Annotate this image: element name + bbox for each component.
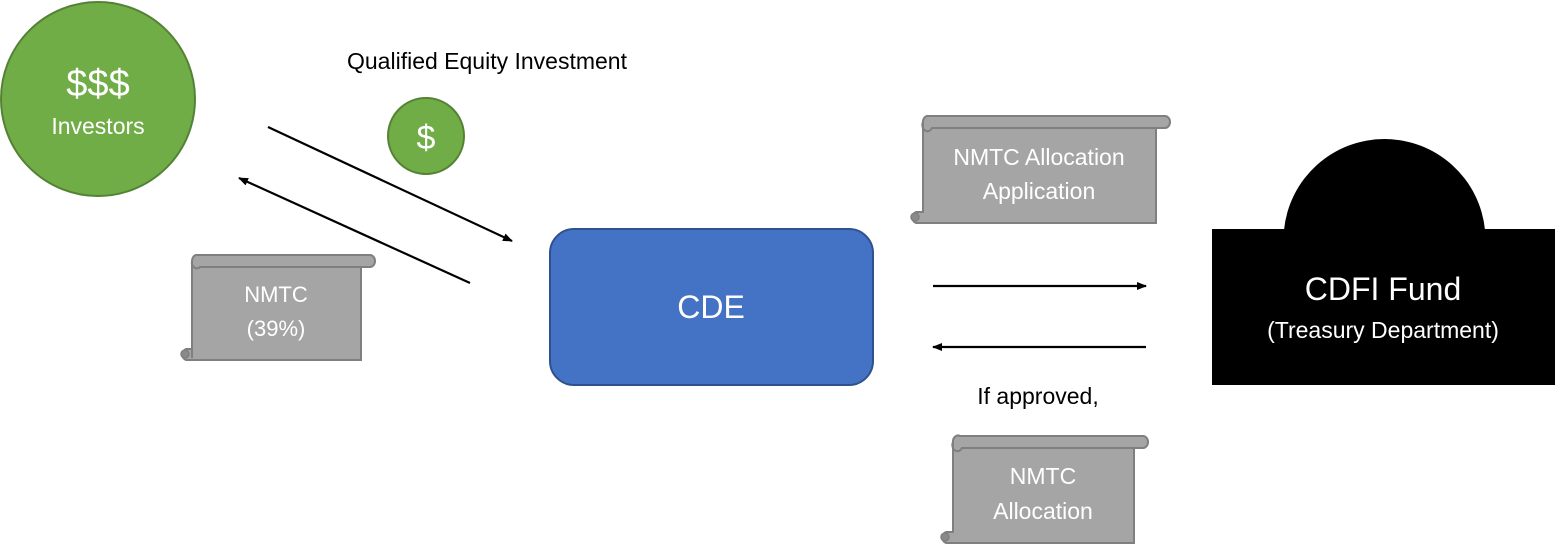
application-line2: Application — [983, 178, 1096, 204]
cdfi-fund-node: CDFI Fund (Treasury Department) — [1212, 139, 1555, 385]
allocation-line2: Allocation — [993, 498, 1093, 524]
cdfi-title: CDFI Fund — [1305, 271, 1461, 307]
qei-label: Qualified Equity Investment — [347, 48, 628, 74]
nmtc-credit-line2: (39%) — [247, 316, 306, 341]
coin-symbol: $ — [417, 119, 436, 157]
allocation-scroll-icon: NMTC Allocation — [940, 434, 1149, 544]
application-scroll-icon: NMTC Allocation Application — [910, 114, 1171, 224]
arrow-investors-to-cde — [267, 126, 513, 242]
application-line1: NMTC Allocation — [953, 144, 1124, 170]
approval-text: If approved, — [977, 383, 1098, 409]
cde-box — [549, 228, 874, 386]
coin-circle — [387, 97, 465, 175]
investors-symbol: $$$ — [66, 63, 129, 105]
investors-circle — [0, 1, 196, 197]
allocation-line1: NMTC — [1010, 463, 1076, 489]
arrow-cde-to-investors — [238, 176, 471, 285]
nmtc-credit-line1: NMTC — [244, 282, 308, 307]
cdfi-subtitle: (Treasury Department) — [1267, 317, 1499, 343]
nmtc-credit-scroll-icon: NMTC (39%) — [180, 254, 376, 361]
investors-node: $$$ Investors — [0, 1, 196, 197]
cdfi-dome — [1284, 139, 1485, 230]
cde-node: CDE — [549, 228, 874, 386]
dollar-coin-icon: $ — [387, 97, 465, 175]
investors-label: Investors — [51, 113, 144, 139]
cdfi-building — [1212, 229, 1555, 385]
cde-label: CDE — [677, 289, 745, 325]
